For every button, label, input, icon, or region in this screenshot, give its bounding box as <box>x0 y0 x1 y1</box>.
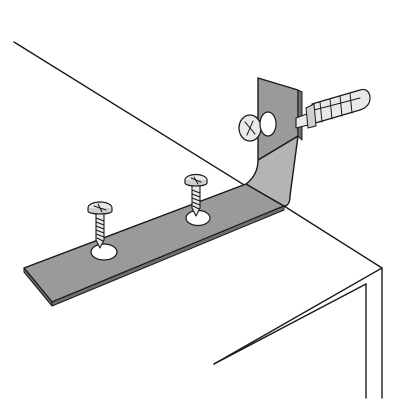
bracket-vertical-edge <box>297 89 303 141</box>
bracket-hole-vertical <box>259 111 277 137</box>
angle-bracket <box>23 77 303 307</box>
bracket-bend <box>245 135 299 207</box>
bracket-front-edge <box>51 205 285 307</box>
cabinet-front-panel-edge <box>213 283 367 365</box>
bracket-hole-left <box>90 243 118 261</box>
phillips-wood-screw-icon <box>87 201 113 249</box>
cabinet-top-front-edge <box>213 267 383 365</box>
bracket-horizontal-leg <box>23 183 285 303</box>
phillips-wood-screw-icon-2 <box>184 173 208 217</box>
wall-edge-line <box>13 41 263 197</box>
phillips-screw-head-icon <box>238 111 277 142</box>
wall-plug-anchor-icon <box>295 88 371 129</box>
